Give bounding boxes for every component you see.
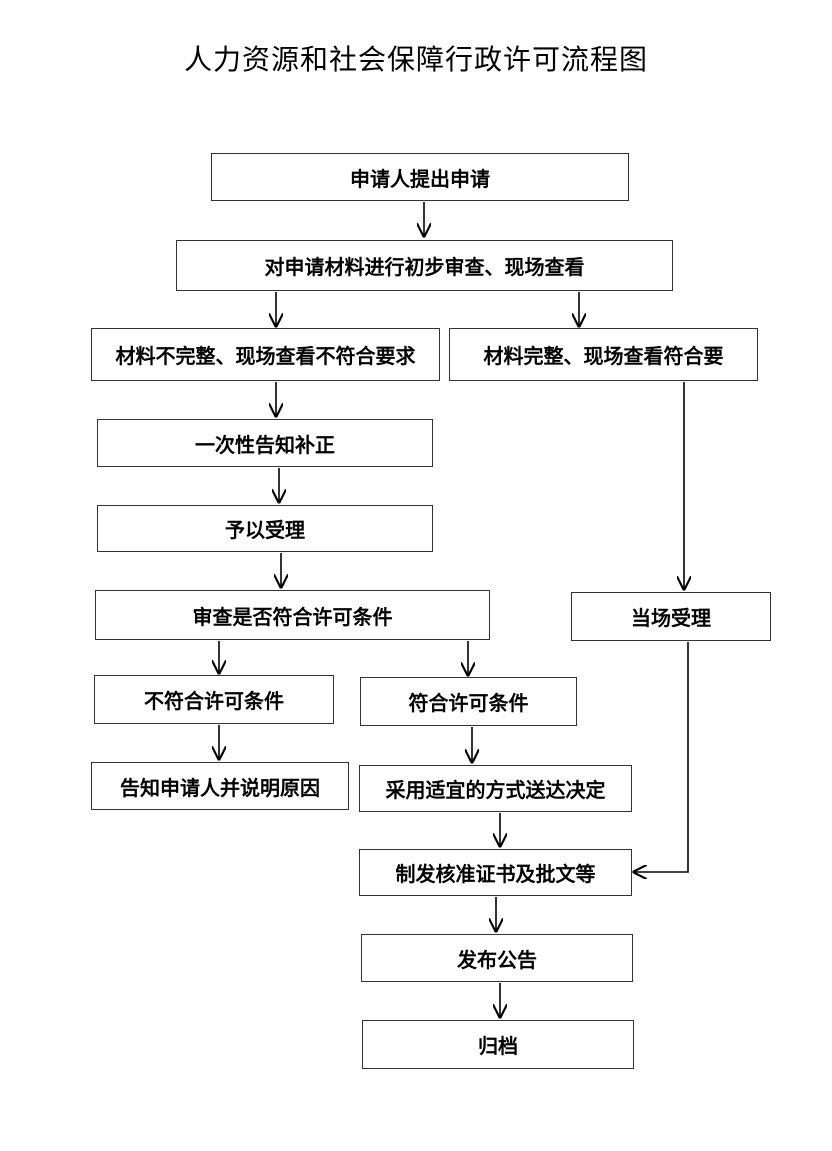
step-not-eligible: 不符合许可条件 bbox=[94, 675, 334, 724]
step-archive: 归档 bbox=[362, 1020, 634, 1069]
step-notify-correction: 一次性告知补正 bbox=[97, 419, 433, 467]
step-check-conditions: 审查是否符合许可条件 bbox=[95, 590, 490, 640]
step-eligible: 符合许可条件 bbox=[360, 677, 577, 726]
step-materials-incomplete: 材料不完整、现场查看不符合要求 bbox=[91, 328, 440, 381]
step-materials-complete: 材料完整、现场查看符合要 bbox=[449, 328, 758, 381]
arrow-onsite-to-issue bbox=[634, 642, 689, 872]
step-submit-application: 申请人提出申请 bbox=[211, 153, 629, 201]
step-publish-notice: 发布公告 bbox=[361, 934, 633, 982]
step-deliver-decision: 采用适宜的方式送达决定 bbox=[359, 765, 632, 812]
step-initial-review: 对申请材料进行初步审查、现场查看 bbox=[176, 240, 673, 291]
page-title: 人力资源和社会保障行政许可流程图 bbox=[183, 43, 648, 76]
step-inform-reason: 告知申请人并说明原因 bbox=[91, 762, 349, 810]
step-issue-certificate: 制发核准证书及批文等 bbox=[359, 849, 632, 896]
step-accept: 予以受理 bbox=[97, 505, 433, 552]
step-onsite-accept: 当场受理 bbox=[571, 592, 771, 641]
